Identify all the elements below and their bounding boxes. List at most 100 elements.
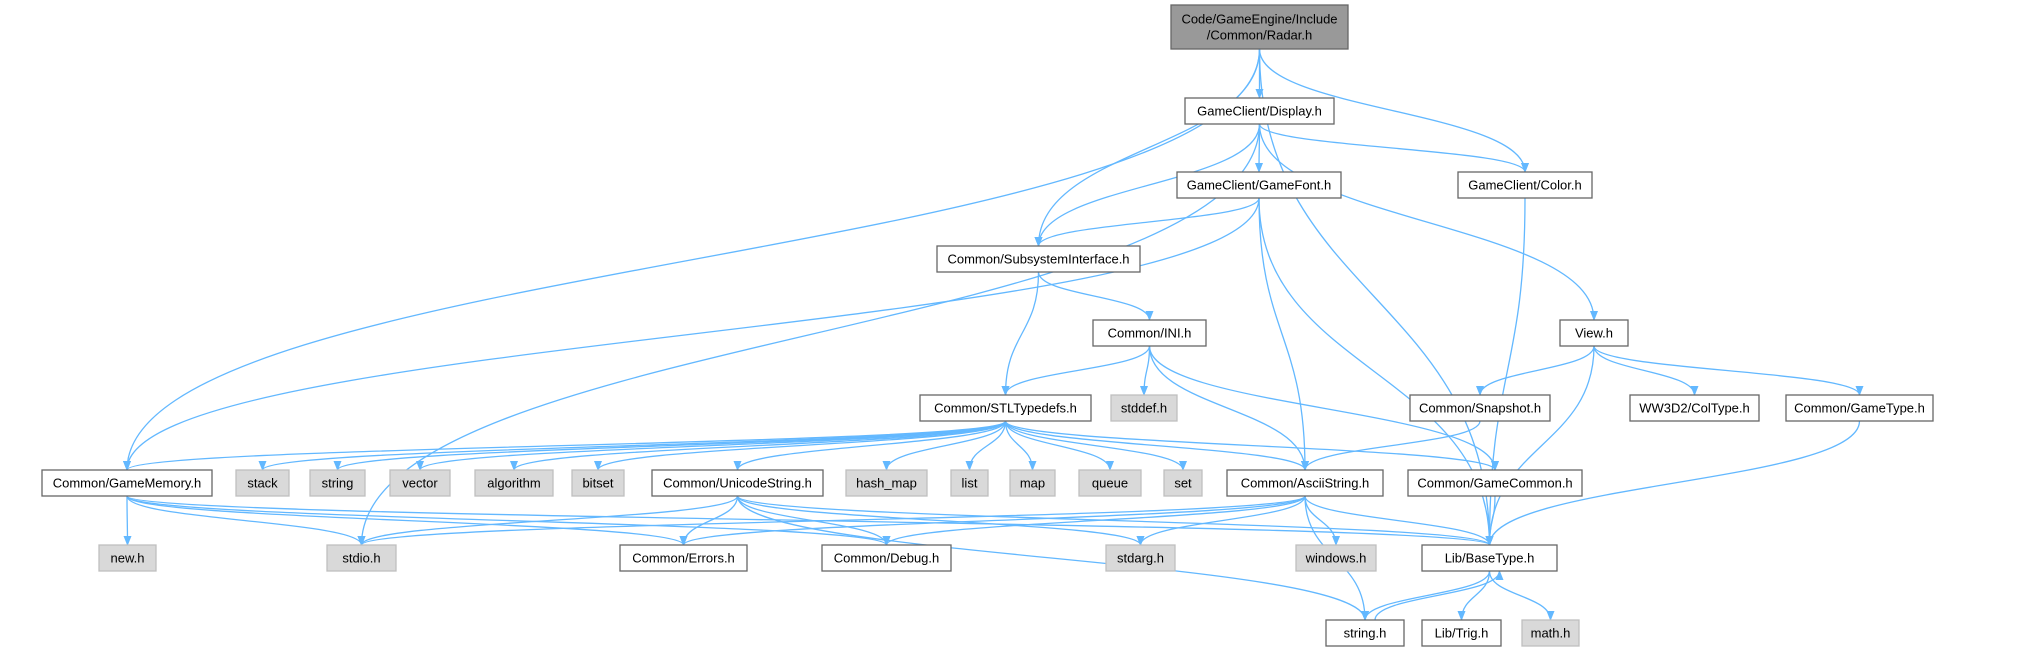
node-errors[interactable]: Common/Errors.h — [619, 544, 748, 572]
node-label: Common/SubsystemInterface.h — [947, 252, 1129, 267]
node-label: View.h — [1575, 326, 1613, 341]
node-algorithm: algorithm — [474, 469, 554, 497]
node-label: stdarg.h — [1117, 551, 1164, 566]
edge-ini-to-ascii — [1148, 345, 1309, 471]
edge-unicode-to-stdarg — [736, 495, 1145, 546]
edge-unicode-to-stdio — [357, 495, 739, 546]
node-stringh[interactable]: string.h — [1325, 619, 1405, 647]
node-label: bitset — [582, 476, 613, 491]
node-box — [1421, 619, 1502, 647]
node-basetype[interactable]: Lib/BaseType.h — [1421, 544, 1558, 572]
node-box — [1409, 394, 1551, 422]
node-display[interactable]: GameClient/Display.h — [1184, 97, 1335, 125]
file-nodes: Code/GameEngine/Include/Common/Radar.hGa… — [41, 4, 1934, 647]
node-label: hash_map — [856, 476, 917, 491]
node-box — [1009, 469, 1056, 497]
node-subsys[interactable]: Common/SubsystemInterface.h — [936, 245, 1141, 273]
node-debug[interactable]: Common/Debug.h — [821, 544, 952, 572]
node-snapshot[interactable]: Common/Snapshot.h — [1409, 394, 1551, 422]
node-view[interactable]: View.h — [1559, 319, 1629, 347]
node-label: vector — [402, 476, 438, 491]
node-box — [1170, 4, 1349, 50]
node-box — [1785, 394, 1934, 422]
node-label: stdio.h — [342, 551, 380, 566]
edge-stltd-to-unicode — [733, 420, 1007, 471]
node-vector: vector — [389, 469, 451, 497]
edge-gamemem-to-debug — [126, 495, 891, 546]
node-label: set — [1174, 476, 1192, 491]
edge-subsys-to-stltd — [1001, 271, 1040, 396]
node-box — [98, 544, 157, 572]
edge-gamefont-to-ascii — [1258, 197, 1309, 471]
edge-stltd-to-bitset — [594, 420, 1007, 471]
node-label: GameClient/Display.h — [1197, 104, 1322, 119]
node-box — [1629, 394, 1760, 422]
node-unicode[interactable]: Common/UnicodeString.h — [651, 469, 824, 497]
node-windows: windows.h — [1295, 544, 1377, 572]
node-stltd[interactable]: Common/STLTypedefs.h — [919, 394, 1092, 422]
node-label: string — [322, 476, 354, 491]
node-label: Common/UnicodeString.h — [663, 476, 812, 491]
edge-basetype-to-math — [1488, 570, 1555, 621]
edge-stltd-to-set — [1004, 420, 1187, 471]
node-label: /Common/Radar.h — [1207, 28, 1313, 43]
node-box — [950, 469, 989, 497]
node-label: new.h — [111, 551, 145, 566]
node-ini[interactable]: Common/INI.h — [1092, 319, 1207, 347]
node-box — [1105, 544, 1176, 572]
node-box — [1163, 469, 1203, 497]
node-label: Common/GameMemory.h — [53, 476, 202, 491]
node-box — [845, 469, 928, 497]
edge-ascii-to-errors — [679, 495, 1306, 546]
edge-stltd-to-queue — [1004, 420, 1114, 471]
edge-display-to-view — [1258, 123, 1598, 321]
node-label: stack — [247, 476, 278, 491]
node-box — [1092, 319, 1207, 347]
node-box — [1521, 619, 1580, 647]
node-stddef: stddef.h — [1110, 394, 1178, 422]
node-gamefont[interactable]: GameClient/GameFont.h — [1176, 171, 1342, 199]
edge-gamefont-to-subsys — [1034, 197, 1260, 247]
node-box — [1407, 469, 1583, 497]
edge-gamefont-to-gamemem — [123, 197, 1260, 471]
node-newh: new.h — [98, 544, 157, 572]
edge-ascii-to-debug — [882, 495, 1306, 546]
node-box — [1184, 97, 1335, 125]
node-box — [651, 469, 824, 497]
node-gametype[interactable]: Common/GameType.h — [1785, 394, 1934, 422]
node-label: math.h — [1531, 626, 1571, 641]
node-color[interactable]: GameClient/Color.h — [1457, 171, 1593, 199]
edge-view-to-gametype — [1593, 345, 1864, 396]
node-box — [1421, 544, 1558, 572]
edge-display-to-color — [1258, 123, 1529, 173]
node-box — [919, 394, 1092, 422]
node-radar[interactable]: Code/GameEngine/Include/Common/Radar.h — [1170, 4, 1349, 50]
edge-radar-to-color — [1258, 48, 1529, 173]
node-label: Common/INI.h — [1108, 326, 1192, 341]
node-box — [619, 544, 748, 572]
node-ascii[interactable]: Common/AsciiString.h — [1226, 469, 1384, 497]
node-bitset: bitset — [571, 469, 625, 497]
node-gamecommon[interactable]: Common/GameCommon.h — [1407, 469, 1583, 497]
node-label: WW3D2/ColType.h — [1639, 401, 1750, 416]
node-label: stddef.h — [1121, 401, 1167, 416]
node-ww3d[interactable]: WW3D2/ColType.h — [1629, 394, 1760, 422]
node-math: math.h — [1521, 619, 1580, 647]
edge-gamemem-to-stdio — [126, 495, 366, 546]
node-trig[interactable]: Lib/Trig.h — [1421, 619, 1502, 647]
edge-radar-to-gamemem — [123, 48, 1261, 471]
node-label: GameClient/GameFont.h — [1187, 178, 1332, 193]
edge-ascii-to-windows — [1304, 495, 1340, 546]
node-gamemem[interactable]: Common/GameMemory.h — [41, 469, 213, 497]
node-box — [1176, 171, 1342, 199]
node-label: GameClient/Color.h — [1468, 178, 1581, 193]
edge-basetype-to-trig — [1457, 570, 1491, 621]
edge-ini-to-stltd — [1001, 345, 1151, 396]
node-label: Common/Debug.h — [834, 551, 940, 566]
node-string: string — [309, 469, 366, 497]
node-label: Common/STLTypedefs.h — [934, 401, 1077, 416]
edge-snapshot-to-ascii — [1301, 420, 1481, 471]
node-stdarg: stdarg.h — [1105, 544, 1176, 572]
node-list: list — [950, 469, 989, 497]
